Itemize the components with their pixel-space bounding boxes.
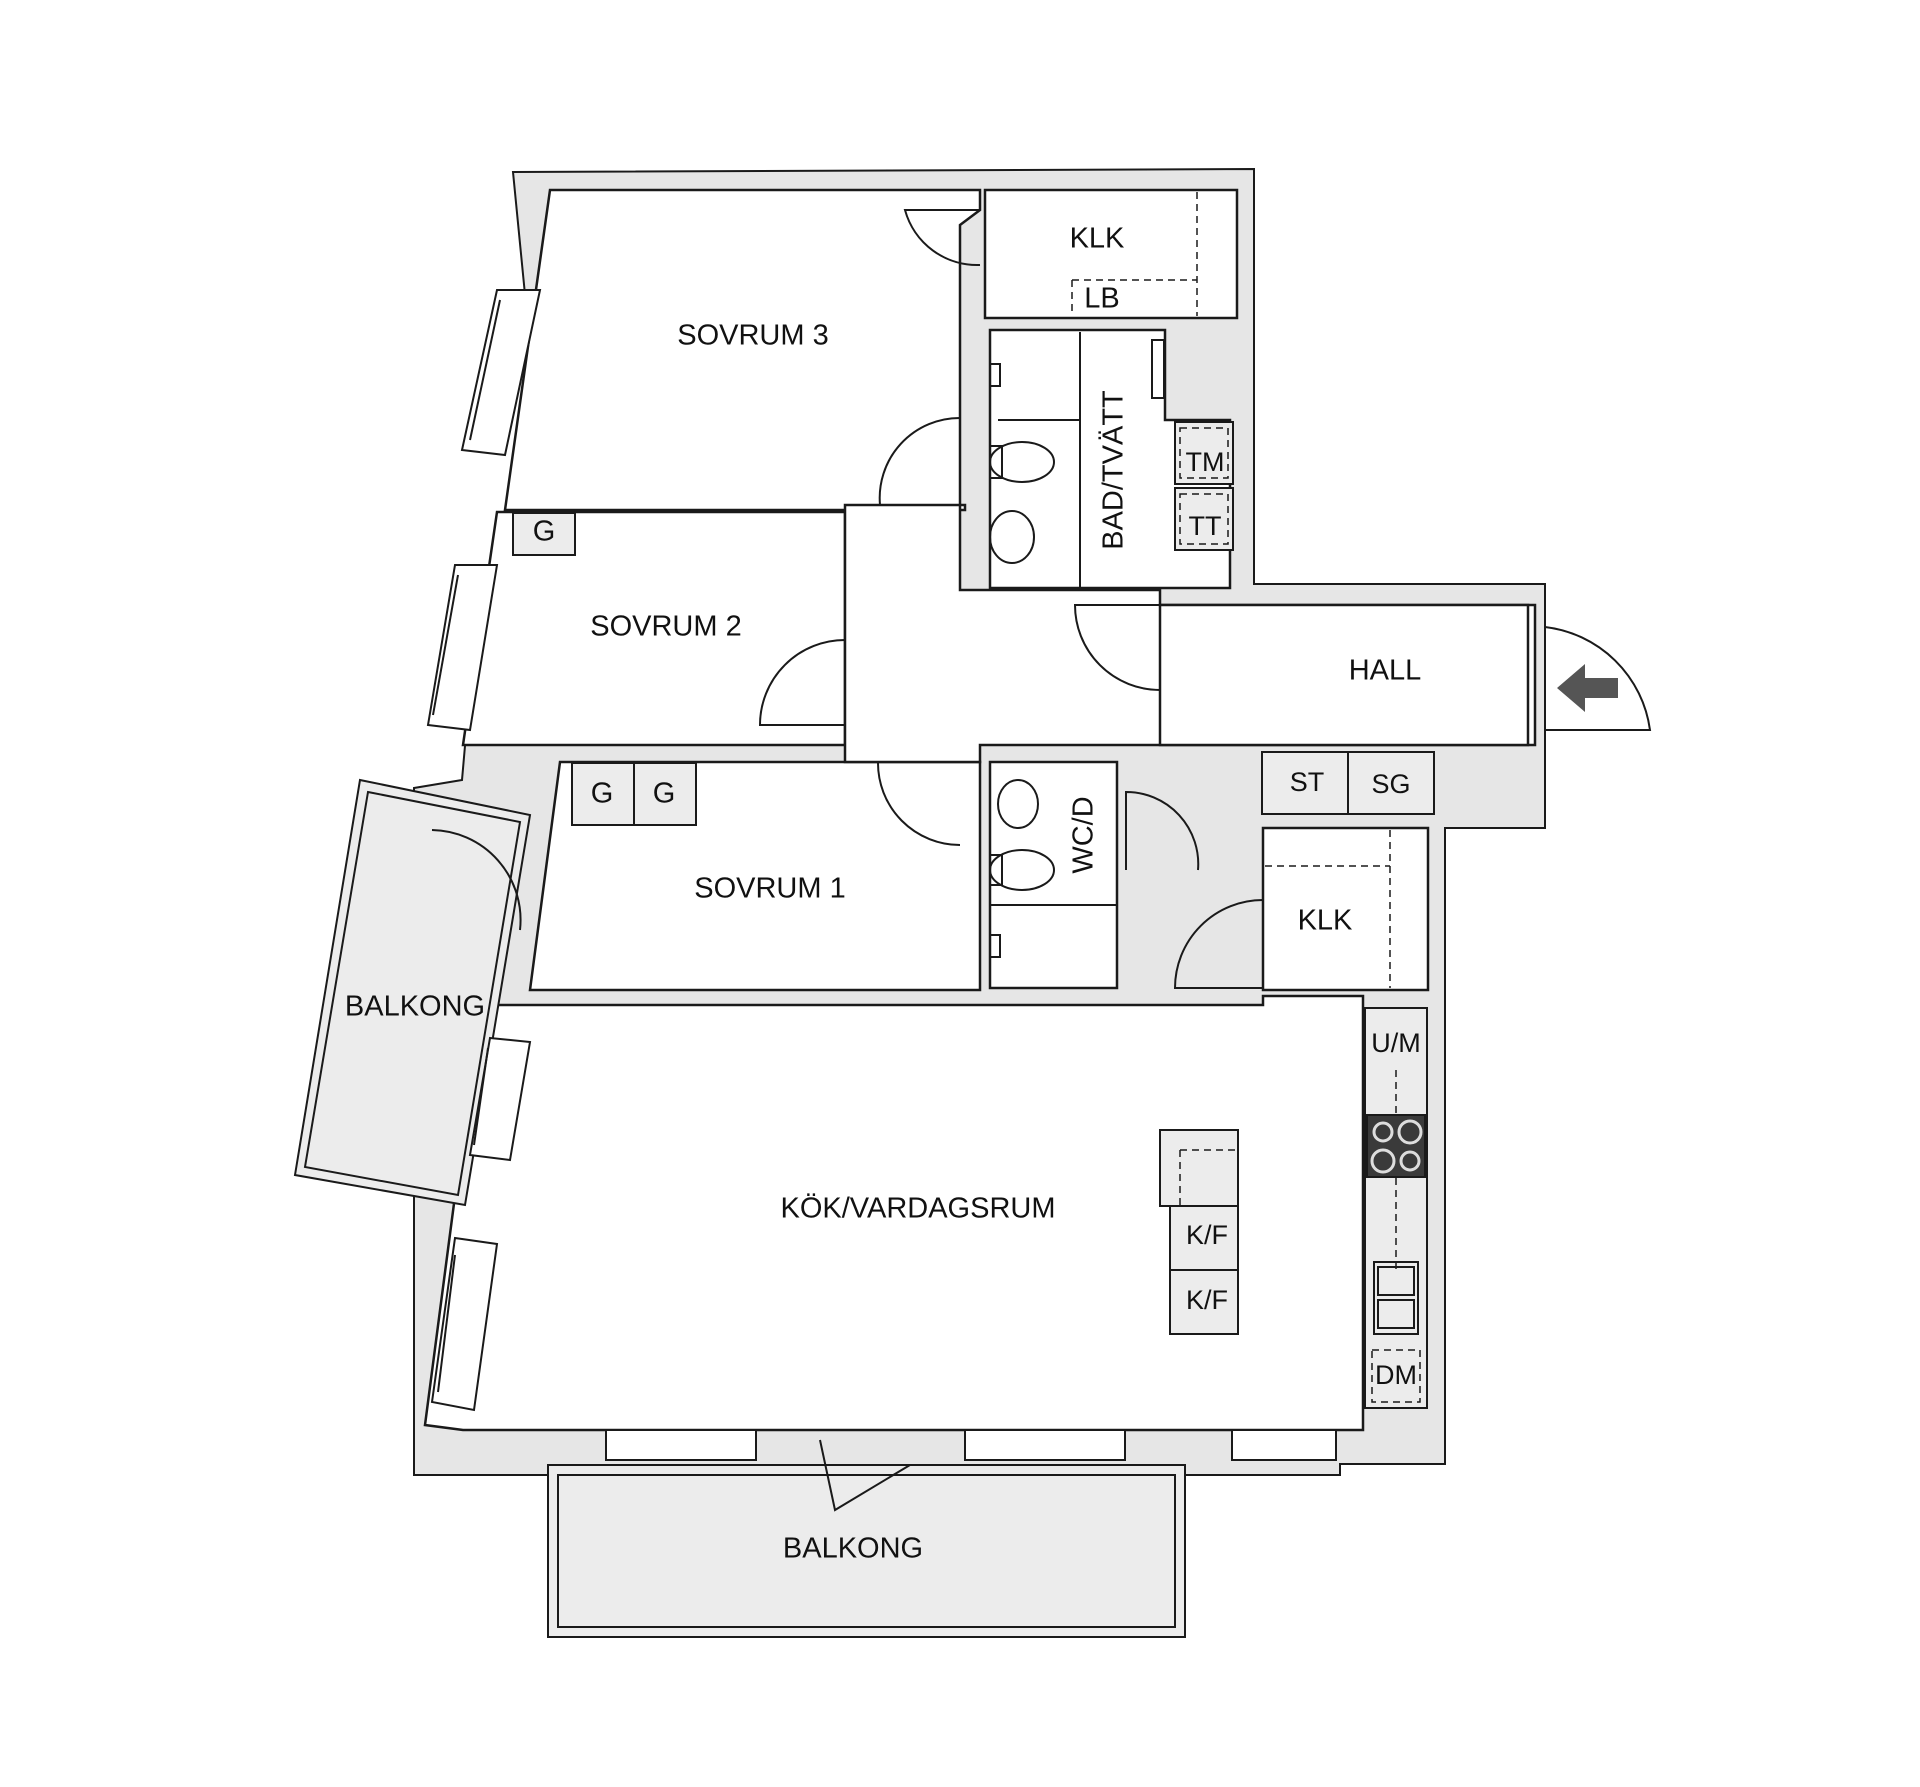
door-swing [431, 829, 522, 931]
label-sovrum-2: SOVRUM 2 [590, 611, 741, 643]
sink [1373, 1261, 1419, 1335]
balcony-side [293, 778, 532, 1207]
room-klk-hall [1261, 826, 1430, 992]
label-sovrum-3: SOVRUM 3 [677, 320, 828, 352]
door-swing [878, 416, 961, 506]
balcony-bottom [547, 1464, 1186, 1638]
window [430, 1236, 499, 1412]
label-hall: HALL [1349, 655, 1422, 687]
label-g2-sovrum1: G [653, 778, 676, 810]
room-bad-tvatt [988, 328, 1232, 590]
window [1231, 1429, 1337, 1461]
kitchen-island [1159, 1129, 1239, 1207]
label-klk-top: KLK [1070, 223, 1125, 255]
g-box-1-sovrum1 [571, 762, 635, 826]
door-swing [1125, 790, 1200, 871]
room-klk-top [983, 188, 1239, 320]
door-swing [819, 1439, 911, 1512]
g-box-sovrum2 [512, 512, 576, 556]
label-um: U/M [1371, 1028, 1421, 1058]
sg-box [1347, 751, 1435, 815]
window [964, 1429, 1126, 1461]
tm-box [1174, 421, 1234, 485]
label-bad-tvatt: BAD/TVÄTT [1098, 390, 1130, 550]
label-klk-hall: KLK [1298, 905, 1353, 937]
label-dm: DM [1375, 1360, 1417, 1390]
label-sovrum-1: SOVRUM 1 [694, 873, 845, 905]
window [605, 1429, 757, 1461]
label-kf-1: K/F [1186, 1220, 1228, 1250]
g-box-2-sovrum1 [633, 762, 697, 826]
label-tm: TM [1186, 447, 1225, 477]
door-swing [1544, 626, 1652, 731]
label-g-sovrum2: G [533, 516, 556, 548]
door-swing [903, 209, 981, 267]
label-g1-sovrum1: G [591, 778, 614, 810]
label-st: ST [1290, 767, 1325, 797]
label-lb: LB [1084, 283, 1119, 315]
label-tt: TT [1189, 511, 1222, 541]
label-wc-d: WC/D [1068, 796, 1100, 873]
entry-arrow-icon [1557, 664, 1618, 712]
label-sg: SG [1371, 769, 1410, 799]
label-balkong-side: BALKONG [345, 991, 485, 1023]
label-kok-vardagsrum: KÖK/VARDAGSRUM [780, 1193, 1055, 1225]
door-swing [1073, 604, 1161, 691]
room-kok-vardagsrum [423, 994, 1365, 1432]
label-balkong-bottom: BALKONG [783, 1533, 923, 1565]
tt-box [1174, 487, 1234, 551]
window [426, 564, 499, 732]
door-swing [876, 761, 961, 846]
st-box [1261, 751, 1349, 815]
door-swing [758, 639, 846, 726]
label-kf-2: K/F [1186, 1285, 1228, 1315]
room-hall [1158, 603, 1530, 747]
window [460, 289, 542, 457]
door-swing [1173, 899, 1264, 989]
